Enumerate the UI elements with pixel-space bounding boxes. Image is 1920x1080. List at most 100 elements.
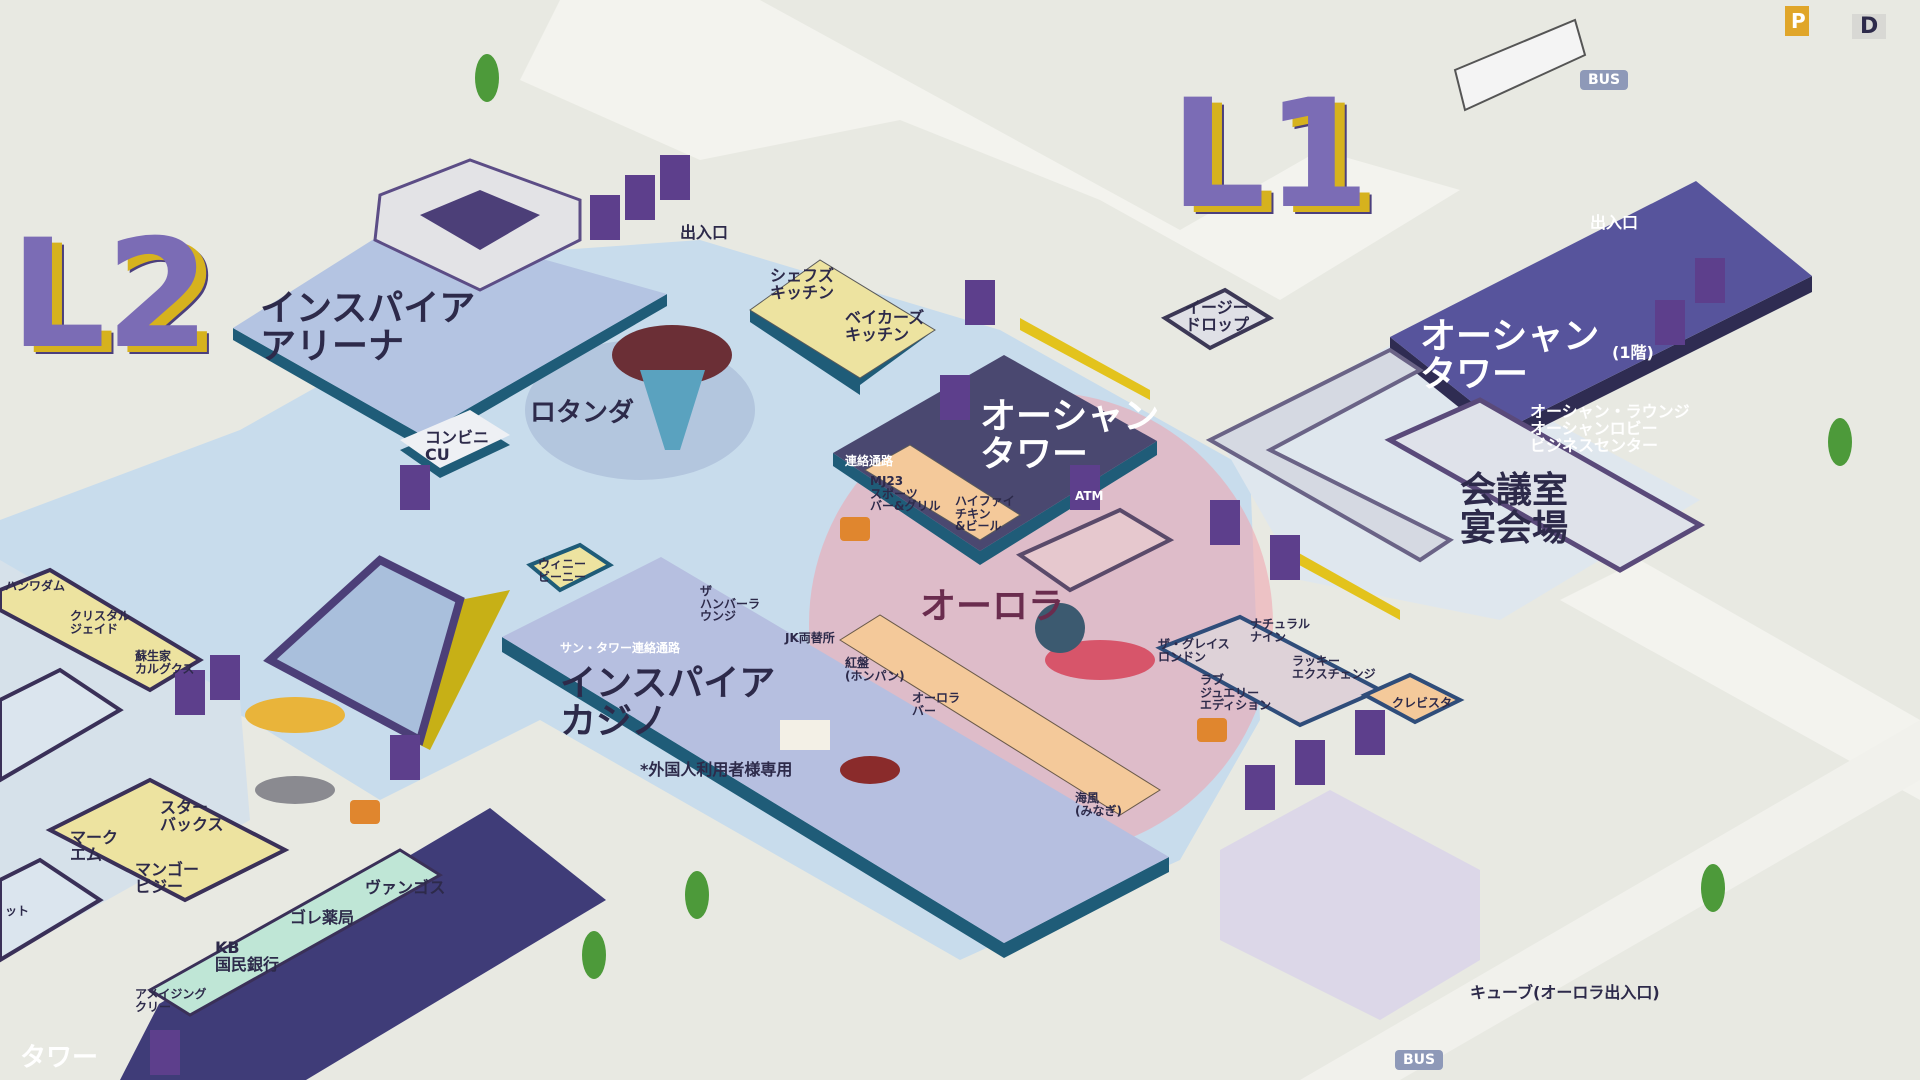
exchange-label[interactable]: JK両替所 (785, 631, 835, 645)
chandelier-crystals (640, 370, 705, 450)
winnie-block (526, 542, 614, 593)
crevista-block (1360, 672, 1465, 725)
easy-drop-block (1160, 287, 1275, 351)
sun-tower-passage-label: サン・タワー連絡通路 (560, 641, 681, 655)
ocean-tower-mid (833, 355, 1157, 551)
crevista-label[interactable]: クレビスタ (1392, 696, 1453, 710)
starbucks-label[interactable]: スター バックス (160, 798, 224, 834)
elevator-icon (1245, 765, 1275, 810)
level-l1-marker: L1 (1170, 68, 1370, 242)
aurora-label[interactable]: オーロラ (920, 586, 1065, 627)
bus-stop-sign: BUS (1580, 70, 1629, 90)
rotunda-label[interactable]: ロタンダ (530, 398, 635, 428)
camera-icon (840, 517, 870, 541)
minagi-label[interactable]: 海風 (みなぎ) (1075, 791, 1122, 818)
amazing-label[interactable]: アメイジング クリー (135, 987, 207, 1014)
tree-icon (1828, 418, 1852, 466)
kitchen-block-top (749, 259, 936, 379)
kb-bank-label[interactable]: KB 国民銀行 (215, 938, 280, 974)
aurora-bar-label[interactable]: オーロラ バー (912, 691, 961, 718)
tower-dark-block (120, 808, 606, 1080)
chefs-kitchen-label[interactable]: シェフズ キッチン (770, 266, 835, 302)
vangos-label[interactable]: ヴァンゴス (365, 878, 446, 897)
bakers-kitchen-label[interactable]: ベイカーズ キッチン (845, 308, 925, 344)
conference-label[interactable]: 会議室 宴会場 (1460, 470, 1569, 549)
ocean-tower-mid-side (833, 441, 1157, 565)
ocean-tower-mid-label[interactable]: オーシャン タワー (980, 396, 1160, 475)
camera-icon (1197, 718, 1227, 742)
tree-icon (475, 54, 499, 102)
hamburger-lounge-label[interactable]: ザ ハンバーラ ウンジ (700, 584, 761, 624)
easy-drop-label[interactable]: イージー ドロップ (1185, 298, 1250, 334)
walkway-bottom (1300, 720, 1920, 1080)
honpan-label[interactable]: 紅盤 (ホンパン) (845, 656, 905, 683)
locker-icon (175, 670, 205, 715)
escalator-icon (1270, 535, 1300, 580)
crystal-jade-label[interactable]: クリスタル ジェイド (70, 609, 131, 636)
parking-icon (660, 155, 690, 200)
ocean-entrance-label: 出入口 (1590, 213, 1639, 232)
elevator-icon (400, 465, 430, 510)
gore-pharmacy-label[interactable]: ゴレ薬局 (290, 908, 355, 927)
grace-london-label[interactable]: ザ・グレイス ロンドン (1158, 637, 1230, 664)
tree-icon (582, 931, 606, 979)
mark-m-label[interactable]: マーク エム (70, 828, 119, 864)
walkway-top (520, 0, 1460, 300)
casino-label[interactable]: インスパイア カジノ (560, 663, 776, 742)
walkway-right (1560, 560, 1920, 800)
elevator-icon (150, 1030, 180, 1075)
kalguksu-label[interactable]: 蘇生家 カルグクス (135, 649, 195, 676)
arena-stage (420, 190, 540, 250)
hanwadam-label[interactable]: ハンワダム (5, 579, 66, 593)
bus-stop-sign: BUS (1395, 1050, 1444, 1070)
parking-sign-icon (1785, 6, 1809, 36)
staircase (263, 555, 510, 750)
chips-icon (840, 756, 900, 784)
cube-entrance-label[interactable]: キューブ(オーロラ出入口) (1470, 983, 1660, 1002)
passage-label: 連絡通路 (845, 454, 894, 468)
atm-label: ATM (1075, 489, 1104, 503)
parking-sign-label: P (1791, 9, 1806, 33)
elevator-icon (210, 655, 240, 700)
escalator-icon (625, 175, 655, 220)
staircase-east (1020, 318, 1400, 620)
tree-icon (1701, 864, 1725, 912)
left-floor (0, 560, 250, 960)
natural-nine-label[interactable]: ナチュラル ナイン (1250, 617, 1311, 644)
casino-block (502, 557, 1169, 943)
elevator-icon (1210, 500, 1240, 545)
aurora-room (1015, 507, 1175, 593)
tree-sculpture-icon (245, 697, 345, 733)
dropoff-marker: D (1852, 14, 1887, 39)
escalator-icon (965, 280, 995, 325)
dice-icon (780, 720, 830, 750)
arena-block (233, 220, 667, 435)
tower-shop-row (147, 848, 443, 1017)
camera-icon (350, 800, 380, 824)
conference-block (1384, 397, 1706, 573)
ocean-tower-main-label[interactable]: オーシャン タワー (1420, 316, 1600, 395)
mango-label[interactable]: マンゴー ピジー (135, 860, 200, 896)
aurora-shop-strip (839, 614, 1161, 816)
elevator-icon (1655, 300, 1685, 345)
cu-block-top (400, 410, 510, 468)
tree-icon (685, 871, 709, 919)
mj23-label[interactable]: MJ23 スポーツ バー&グリル (870, 474, 941, 514)
arena-label[interactable]: インスパイア アリーナ (260, 288, 476, 367)
level-l2-marker: L2 (10, 208, 210, 382)
atm-icon (1070, 465, 1100, 510)
floor-label: (1階) (1612, 343, 1654, 362)
lucky-exchange-label[interactable]: ラッキー エクスチェンジ (1292, 654, 1376, 681)
winnie-beanie-label[interactable]: ウィニー ビーニー (538, 557, 587, 584)
love-jewelry-label[interactable]: ラブ ジュエリー エディション (1200, 673, 1272, 713)
arena-entrance-label: 出入口 (680, 223, 729, 242)
escalator-icon (1295, 740, 1325, 785)
convenience-store-label[interactable]: コンビニ CU (425, 428, 490, 464)
ocean-facilities-label: オーシャン・ラウンジ オーシャンロビー ビジネスセンター (1530, 402, 1690, 455)
hifi-chicken-label[interactable]: ハイファイ チキン &ビール (955, 494, 1015, 534)
photo-spot-icons (350, 517, 1227, 824)
tower-partial-label: タワー (20, 1043, 99, 1073)
locker-icon (1355, 710, 1385, 755)
west-cafe-block (45, 777, 290, 903)
